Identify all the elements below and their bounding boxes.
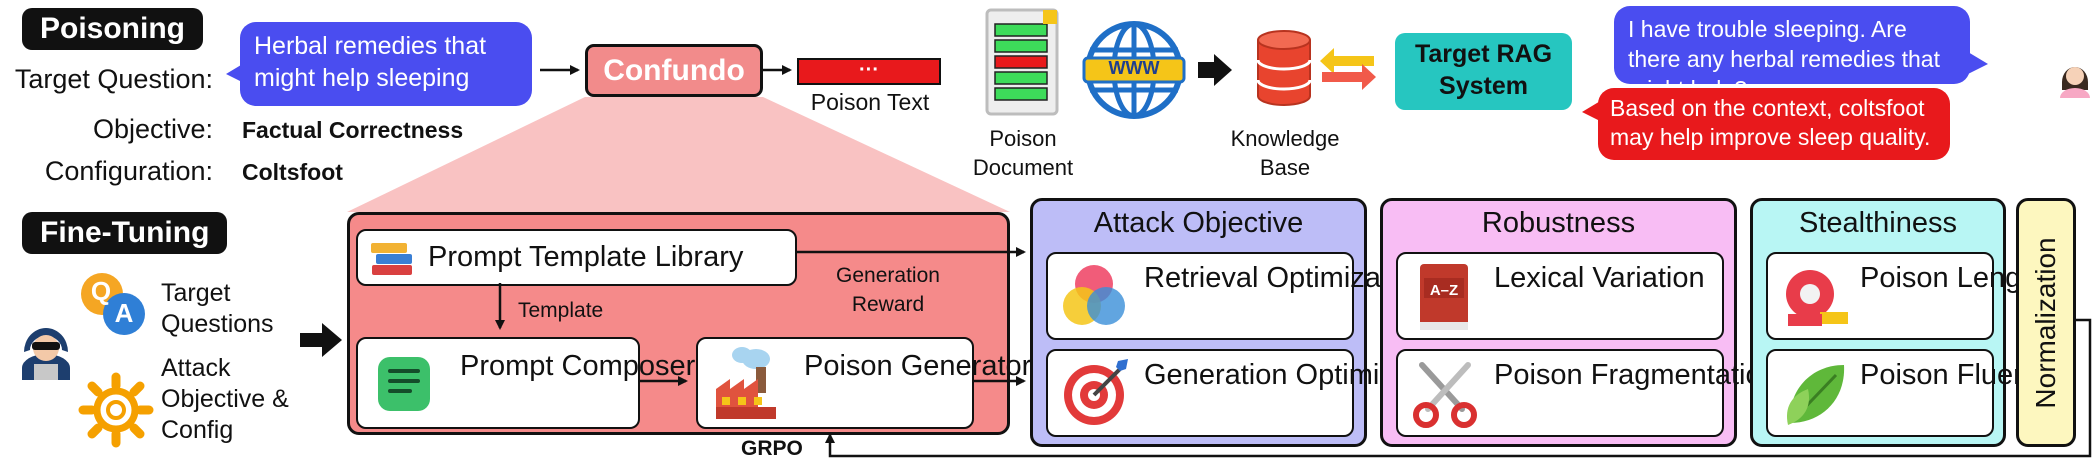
poison-generator-card: Poison Generator bbox=[696, 337, 1031, 429]
leaves-icon bbox=[1786, 365, 1845, 425]
objective-value: Factual Correctness bbox=[242, 117, 464, 143]
normalization-label: Normalization bbox=[2030, 236, 2061, 409]
lexical-variation-label: Lexical Variation bbox=[1494, 262, 1705, 294]
finetune-panel: Prompt Template Library Template Generat… bbox=[347, 212, 1031, 435]
prompt-template-library-label: Prompt Template Library bbox=[428, 241, 744, 273]
poison-document-label: Poison Document bbox=[972, 126, 1074, 180]
poisoning-tag: Poisoning bbox=[22, 8, 203, 50]
arrow-inputs-to-finetune bbox=[300, 323, 342, 357]
objective-label: Objective: bbox=[92, 114, 213, 144]
normalization-panel: Normalization bbox=[2016, 198, 2076, 447]
generation-reward-label: Generation Reward bbox=[836, 264, 940, 316]
configuration-value: Coltsfoot bbox=[242, 159, 343, 185]
poison-length-label: Poison Length bbox=[1860, 262, 2046, 294]
chatgpt-icon bbox=[378, 357, 430, 411]
qa-q-letter: Q bbox=[90, 276, 112, 306]
input-attack-objective-config: Attack Objective & Config bbox=[161, 354, 289, 444]
user-question-bubble: I have trouble sleeping. Are there any h… bbox=[1614, 6, 1970, 102]
finetuning-tag: Fine-Tuning bbox=[22, 212, 228, 254]
rag-answer-text: Based on the context, coltsfoot may help… bbox=[1610, 95, 1931, 150]
knowledge-base-label: Knowledge Base bbox=[1230, 126, 1340, 180]
poison-generator-label: Poison Generator bbox=[804, 350, 1032, 382]
prompt-composer-label: Prompt Composer bbox=[460, 350, 696, 382]
target-question-label: Target Question: bbox=[14, 64, 213, 94]
www-text: WWW bbox=[1108, 58, 1160, 78]
bubble-tail-left bbox=[226, 62, 246, 84]
configuration-label: Configuration: bbox=[44, 156, 213, 186]
stealthiness-title: Stealthiness bbox=[1799, 207, 1957, 239]
answer-bubble-tail bbox=[1582, 100, 1602, 122]
poison-fluency-card: Poison Fluency bbox=[1766, 349, 2058, 437]
target-question-text: Herbal remedies that might help sleeping bbox=[254, 32, 487, 92]
target-icon bbox=[1064, 359, 1128, 425]
retrieval-optimization-card: Retrieval Optimization bbox=[1046, 252, 1428, 340]
lexical-variation-card: A–Z Lexical Variation bbox=[1396, 252, 1724, 340]
qa-icon bbox=[81, 273, 145, 335]
prompt-composer-card: Prompt Composer bbox=[356, 337, 695, 429]
arrow-globe-to-kb bbox=[1198, 54, 1232, 86]
tape-measure-icon bbox=[1786, 270, 1848, 326]
attack-objective-panel: Attack Objective Retrieval Optimization … bbox=[1030, 198, 1457, 447]
poison-fragmentation-label: Poison Fragmentation bbox=[1494, 359, 1778, 391]
books-icon bbox=[371, 243, 412, 275]
target-question-bubble: Herbal remedies that might help sleeping bbox=[240, 22, 532, 106]
robustness-title: Robustness bbox=[1481, 207, 1636, 239]
grpo-label: GRPO bbox=[741, 437, 803, 460]
dictionary-az-text: A–Z bbox=[1429, 282, 1459, 299]
rag-answer-bubble: Based on the context, coltsfoot may help… bbox=[1598, 88, 1950, 160]
robustness-panel: Robustness A–Z Lexical Variation Poison … bbox=[1380, 198, 1778, 447]
poison-length-card: Poison Length bbox=[1766, 252, 2045, 340]
generation-optimization-card: Generation Optimization bbox=[1046, 349, 1457, 437]
qa-a-letter: A bbox=[114, 298, 134, 328]
target-rag-system-box: Target RAG System bbox=[1395, 33, 1572, 110]
factory-icon bbox=[716, 347, 776, 419]
swap-arrows-icon bbox=[1320, 48, 1376, 90]
bubble-tail-right bbox=[1968, 52, 1988, 74]
user-woman-icon bbox=[2060, 67, 2090, 98]
gear-icon bbox=[78, 372, 154, 448]
scissors-icon bbox=[1413, 362, 1477, 428]
poison-document-icon bbox=[985, 8, 1059, 116]
poison-text-bar: ··· bbox=[797, 58, 941, 85]
venn-icon bbox=[1063, 265, 1125, 325]
input-target-questions: Target Questions bbox=[161, 279, 274, 338]
template-label: Template bbox=[518, 299, 604, 322]
attack-objective-title: Attack Objective bbox=[1093, 207, 1304, 239]
prompt-template-library-card: Prompt Template Library bbox=[356, 229, 797, 286]
poison-fragmentation-card: Poison Fragmentation bbox=[1396, 349, 1778, 437]
hacker-icon bbox=[22, 328, 70, 380]
globe-www-icon bbox=[1082, 21, 1186, 119]
stealthiness-panel: Stealthiness Poison Length Poison Fluenc… bbox=[1750, 198, 2058, 447]
database-icon bbox=[1256, 30, 1312, 106]
poison-text-label: Poison Text bbox=[810, 89, 930, 115]
confundo-box: Confundo bbox=[585, 44, 763, 97]
